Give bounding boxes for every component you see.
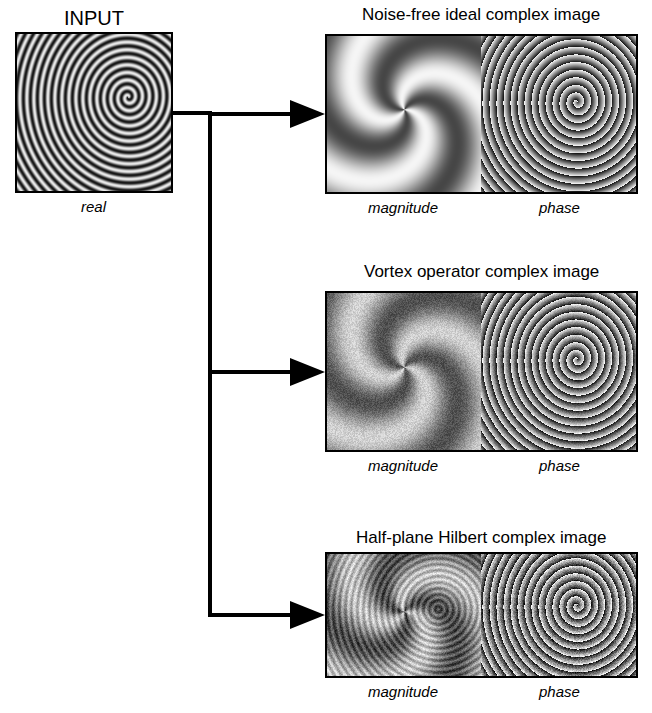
- connector-line: [173, 113, 292, 615]
- arrow-head: [290, 601, 325, 629]
- image-frame: [325, 34, 638, 194]
- image-panel: Half-plane Hilbert complex image magnitud…: [325, 527, 638, 701]
- fringe-image: [327, 293, 636, 450]
- image-panel: INPUT real: [15, 7, 173, 216]
- sub-label: magnitude: [368, 683, 438, 701]
- panel-title: Noise-free ideal complex image: [362, 4, 600, 26]
- arrow-head: [290, 100, 325, 128]
- connector-line: [173, 113, 292, 372]
- sub-label: phase: [539, 199, 580, 217]
- sub-label: phase: [539, 457, 580, 475]
- image-frame: [325, 291, 638, 452]
- fringe-image: [327, 36, 636, 192]
- sub-label: magnitude: [368, 457, 438, 475]
- sub-label: magnitude: [368, 199, 438, 217]
- panel-title: Vortex operator complex image: [364, 261, 599, 283]
- image-frame: [15, 32, 173, 193]
- fringe-image: [327, 554, 636, 676]
- branch-arrow: [173, 113, 325, 386]
- sub-label: real: [81, 198, 106, 216]
- sub-label: phase: [539, 683, 580, 701]
- image-panel: Vortex operator complex image magnitude ph…: [325, 261, 638, 475]
- branch-arrow: [173, 113, 325, 629]
- image-panel: Noise-free ideal complex image magnitude p…: [325, 4, 638, 217]
- image-frame: [325, 552, 638, 678]
- panel-title: INPUT: [64, 7, 124, 29]
- fringe-image: [17, 34, 171, 191]
- arrow-head: [290, 358, 325, 386]
- panel-title: Half-plane Hilbert complex image: [356, 527, 606, 549]
